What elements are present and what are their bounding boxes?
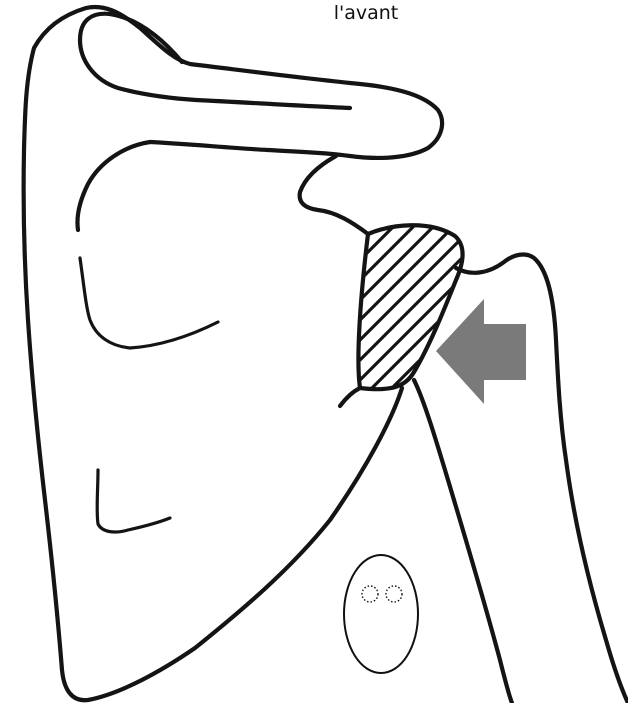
arrow-left-icon	[436, 299, 526, 404]
coracoid-process	[77, 142, 150, 230]
acromion-fold	[80, 14, 350, 108]
humerus-outline-left	[414, 380, 512, 703]
diagram-title: l'avant	[334, 2, 399, 24]
spine-line-lower	[97, 470, 170, 532]
head-top-view-icon	[344, 555, 418, 673]
spine-line-upper	[80, 258, 218, 348]
coracoid-hook	[300, 156, 368, 234]
lateral-border	[340, 388, 360, 406]
